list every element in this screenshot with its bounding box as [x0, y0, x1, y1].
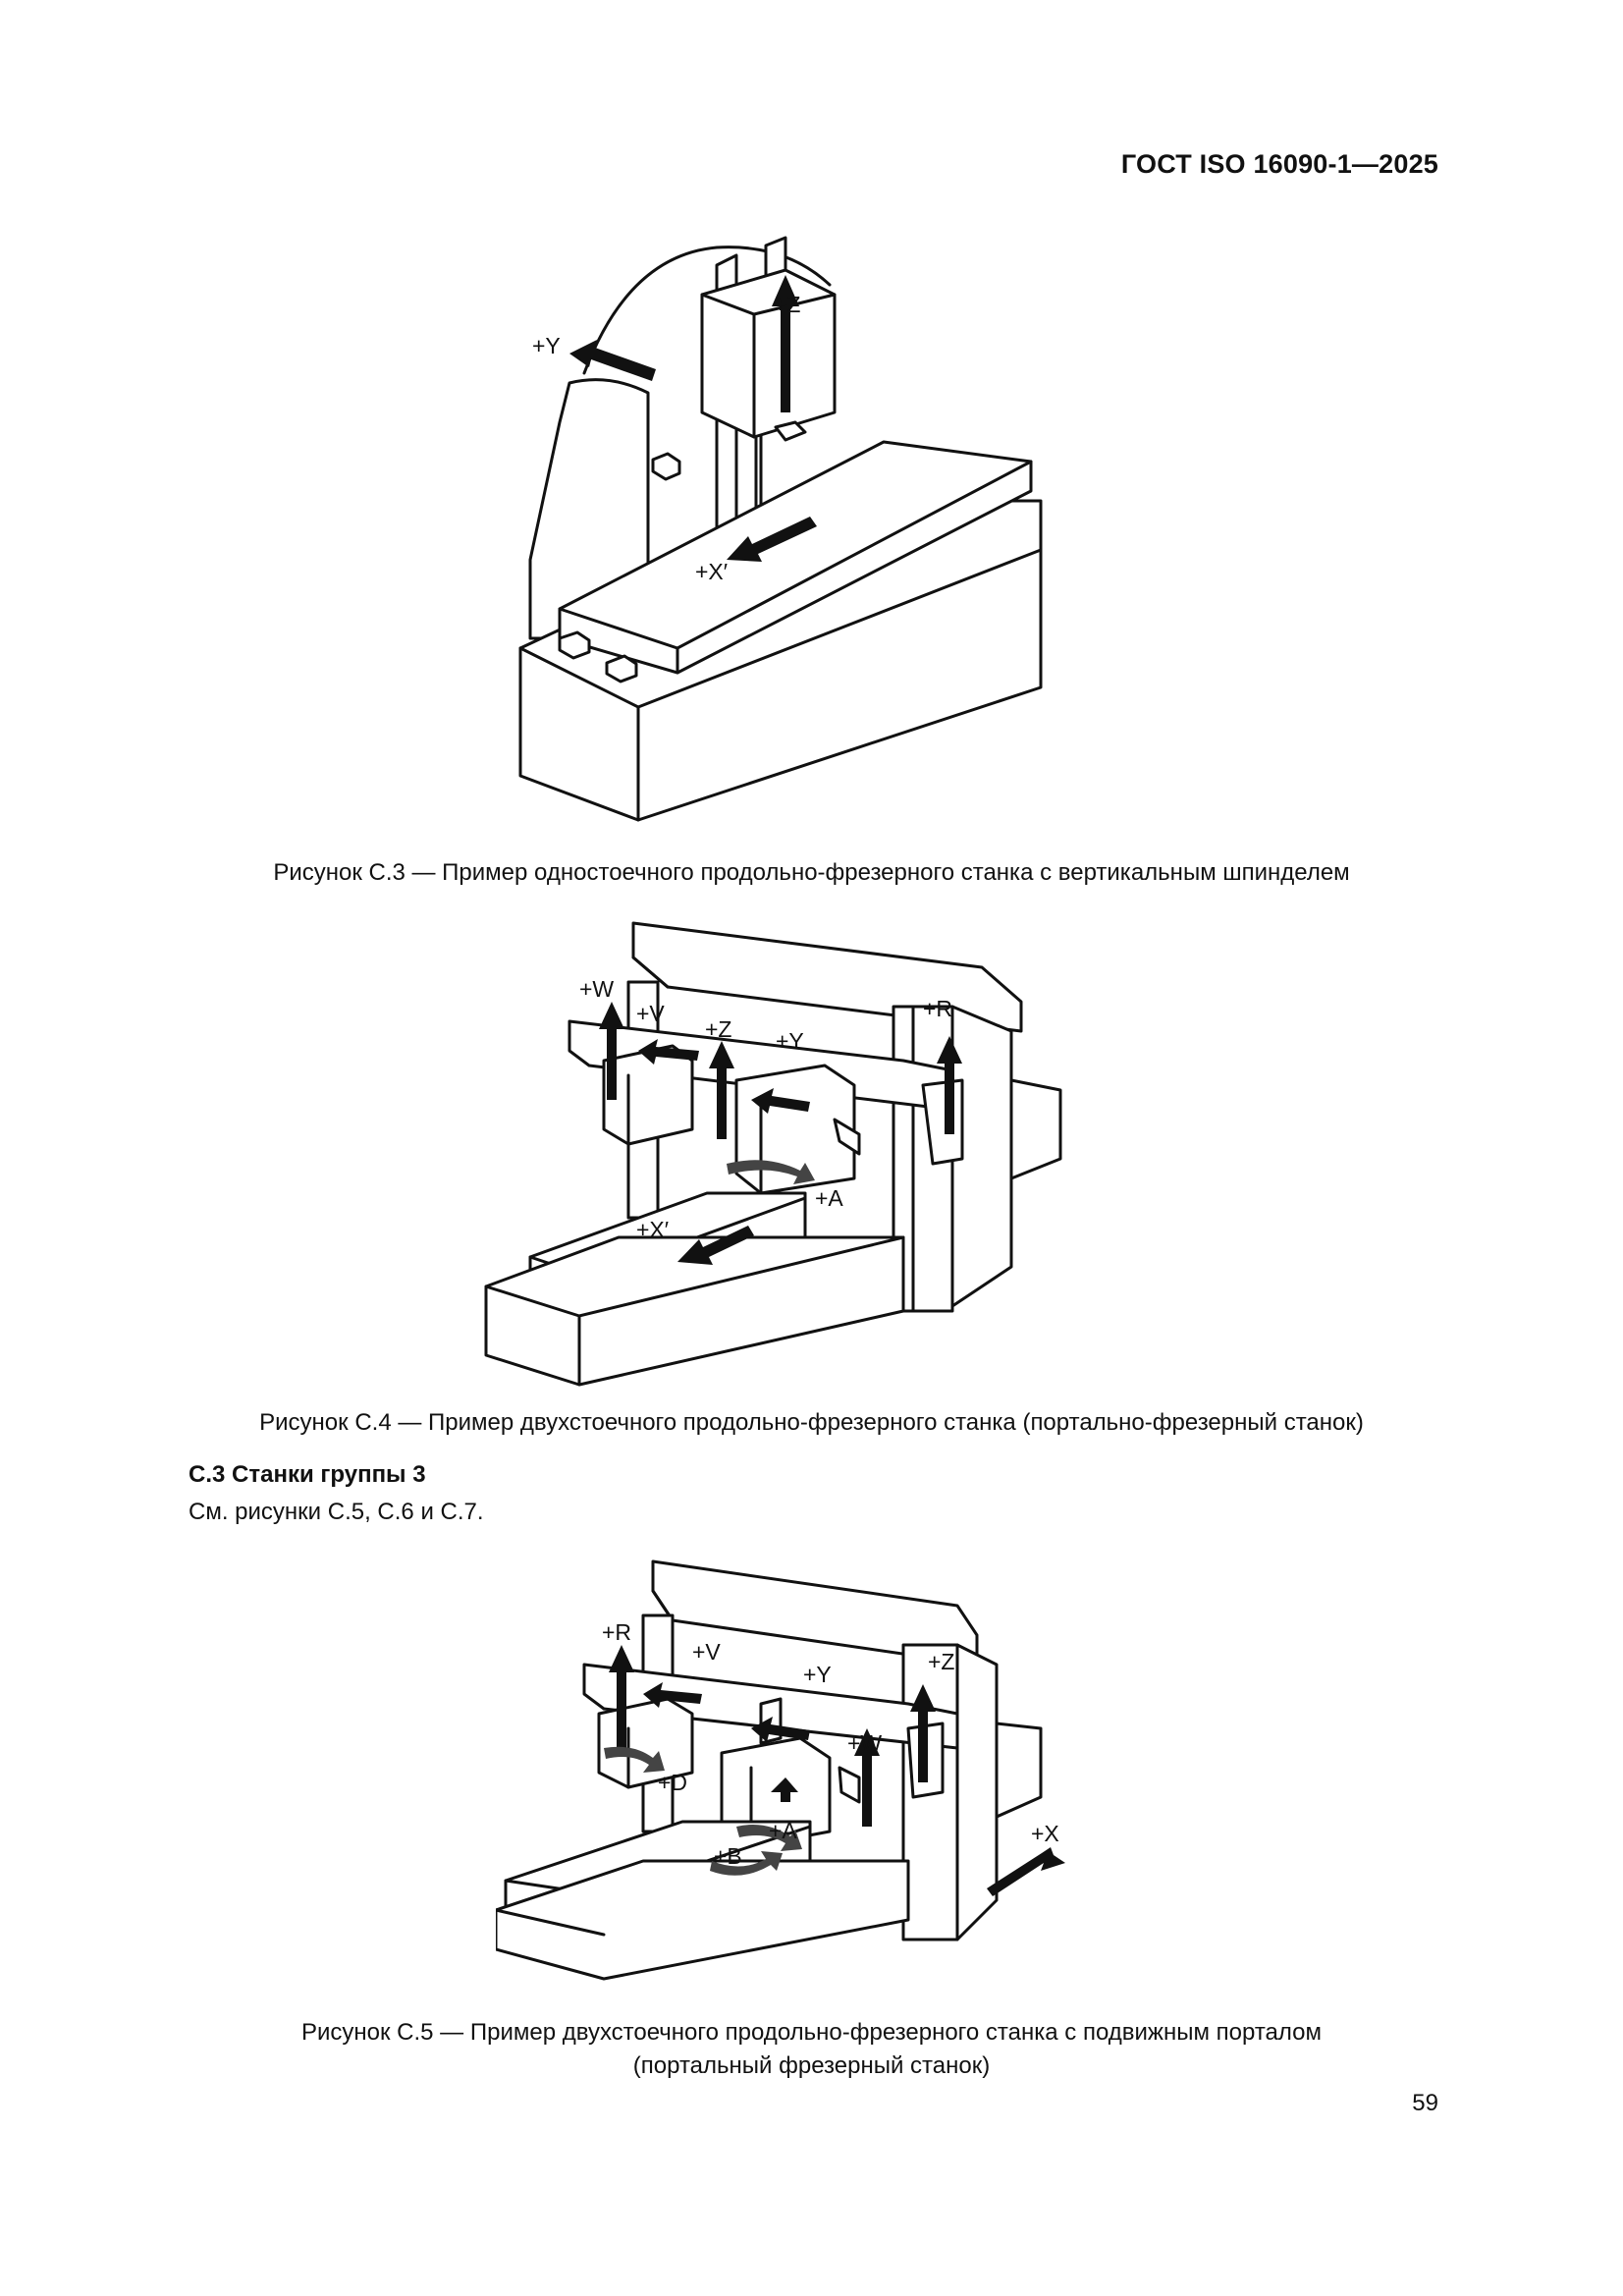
figure-c5-caption-line2: (портальный фрезерный станок) [632, 2052, 991, 2079]
label-x: +X [1031, 1821, 1059, 1846]
label-r: +R [602, 1619, 631, 1645]
page-number: 59 [1412, 2090, 1438, 2116]
label-z: +Z [705, 1016, 731, 1042]
label-b: +B [714, 1843, 742, 1869]
document-header: ГОСТ ISO 16090-1—2025 [1120, 149, 1438, 179]
figure-c5-drawing: +R +V +Y +Z +W +D +A +B +X [496, 1557, 1065, 1989]
label-y: +Y [776, 1028, 804, 1054]
figure-c3-drawing: +Z +Y +X′ [491, 226, 1100, 845]
label-w: +W [847, 1730, 882, 1756]
section-reference: См. рисунки С.5, С.6 и С.7. [189, 1499, 484, 1525]
label-x: +X′ [636, 1217, 669, 1242]
figure-c4-caption: Рисунок С.4 — Пример двухстоечного продо… [259, 1409, 1364, 1436]
figure-c4-drawing: +W +V +Z +Y +R +A +X′ [481, 913, 1100, 1404]
label-v: +V [692, 1639, 721, 1665]
figure-c5-caption-line1: Рисунок С.5 — Пример двухстоечного продо… [300, 2019, 1323, 2046]
label-z: +Z [774, 292, 800, 317]
label-z: +Z [928, 1649, 954, 1674]
figure-c3-caption: Рисунок С.3 — Пример одностоечного продо… [273, 859, 1350, 886]
label-v: +V [636, 1001, 665, 1026]
label-w: +W [579, 976, 614, 1002]
label-r: +R [923, 996, 952, 1021]
label-a: +A [769, 1818, 797, 1843]
label-y: +Y [532, 333, 561, 358]
label-y: +Y [803, 1662, 832, 1687]
label-x: +X′ [695, 559, 728, 584]
section-title: C.3 Станки группы 3 [189, 1461, 426, 1488]
label-d: +D [658, 1770, 687, 1795]
label-a: +A [815, 1185, 843, 1211]
